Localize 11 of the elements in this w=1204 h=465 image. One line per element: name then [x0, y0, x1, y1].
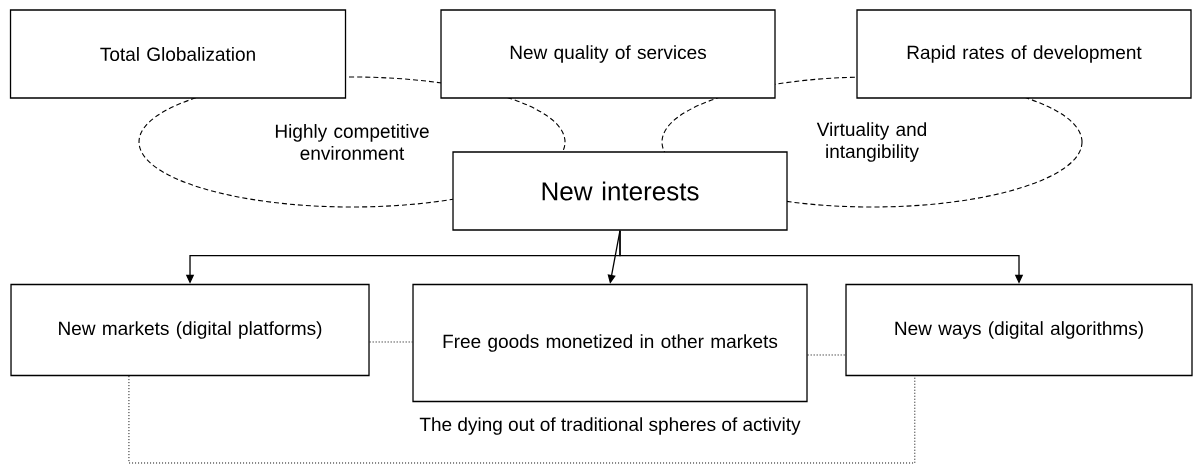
- connector-line: [128, 375, 916, 464]
- process-box: New ways (digital algorithms): [845, 283, 1193, 377]
- connector-line: [807, 354, 846, 356]
- process-box: Rapid rates of development: [856, 9, 1192, 99]
- process-box: New quality of services: [440, 9, 776, 99]
- process-box: Total Globalization: [9, 9, 347, 99]
- edge-label: The dying out of traditional spheres of activity: [418, 416, 802, 436]
- process-box: New interests: [452, 151, 788, 231]
- process-box: New markets (digital platforms): [10, 283, 370, 377]
- connector-line: [369, 341, 413, 343]
- process-box: Free goods monetized in other markets: [412, 283, 808, 403]
